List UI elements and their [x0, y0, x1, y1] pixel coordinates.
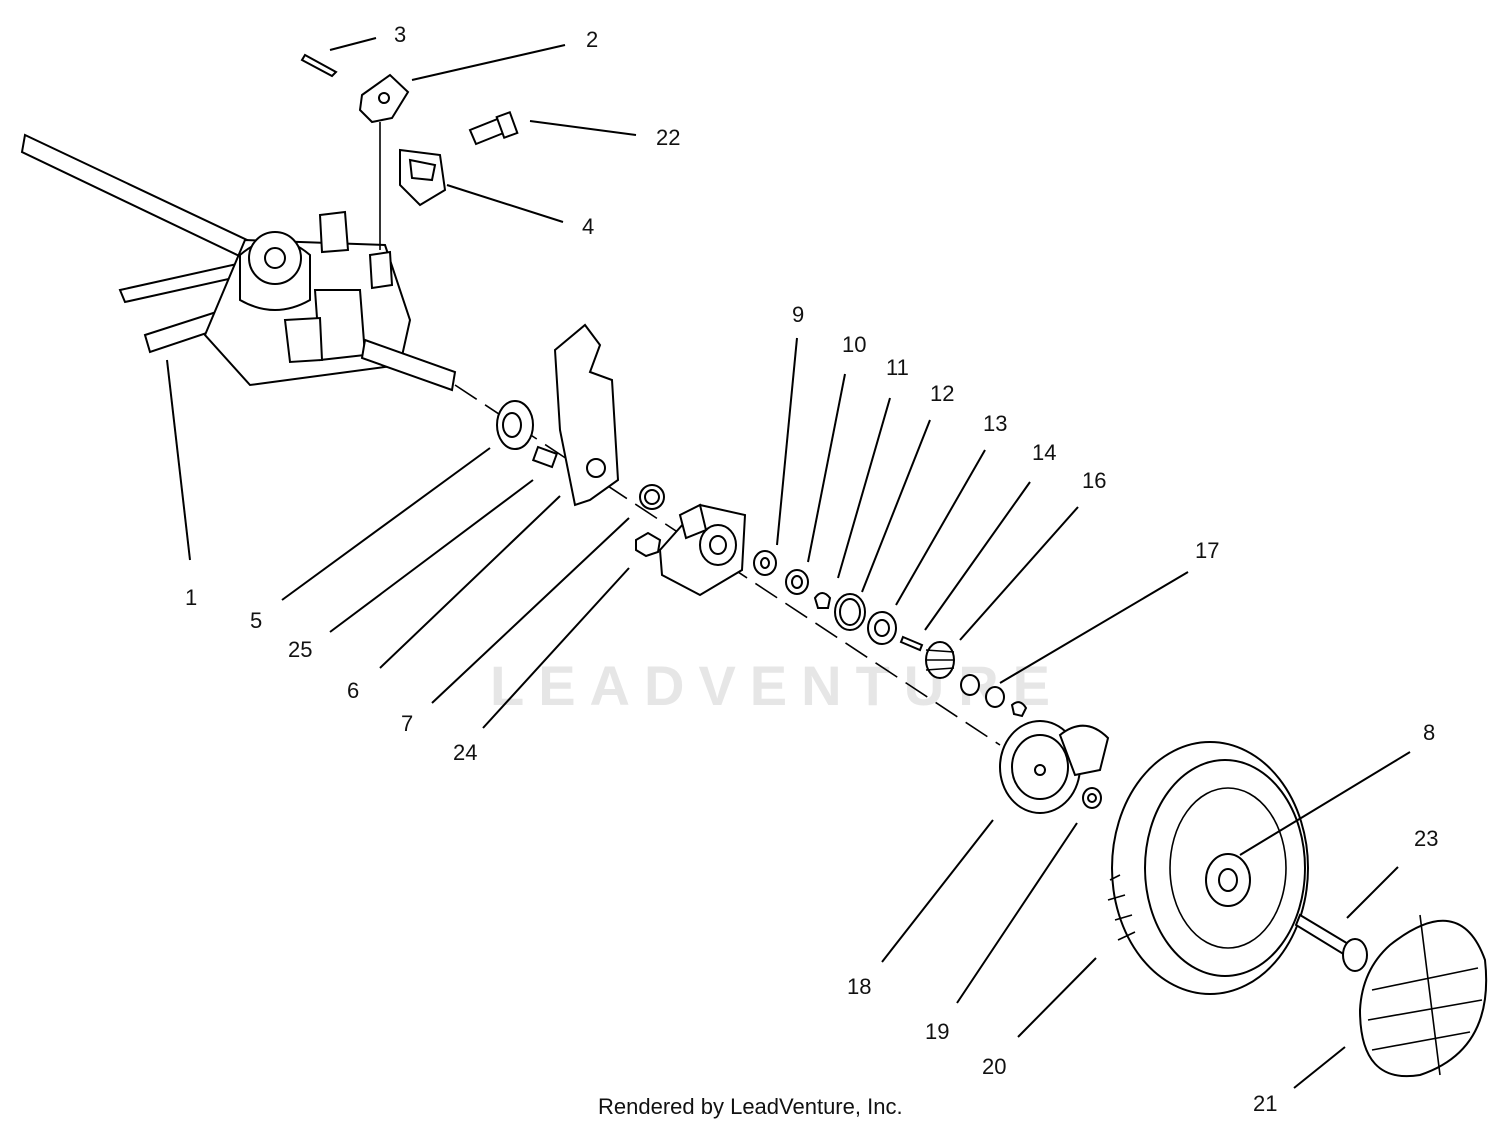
- callout-6: 6: [347, 678, 359, 703]
- part-23-axle-bolt: [1294, 913, 1368, 972]
- callout-1: 1: [185, 585, 197, 610]
- callout-9: 9: [792, 302, 804, 327]
- rendered-by-credit: Rendered by LeadVenture, Inc.: [598, 1094, 903, 1119]
- part-9-washer: [753, 550, 777, 576]
- callout-24: 24: [453, 740, 477, 765]
- callout-17: 17: [1195, 538, 1219, 563]
- callout-7: 7: [401, 711, 413, 736]
- part-17-washer: [960, 674, 1028, 718]
- part-13-bearing: [867, 611, 897, 645]
- part-24-nut: [635, 531, 662, 558]
- part-25-screw: [531, 445, 559, 469]
- callout-18: 18: [847, 974, 871, 999]
- part-10-washer: [785, 569, 809, 595]
- callout-22: 22: [656, 125, 680, 150]
- callout-12: 12: [930, 381, 954, 406]
- callout-21: 21: [1253, 1091, 1277, 1116]
- callout-5: 5: [250, 608, 262, 633]
- callout-labels: 3 2 22 4 9 10 11 12 13 14 16 17 1 5 25 6…: [185, 22, 1438, 1116]
- transmission-housing: [203, 210, 457, 392]
- callout-2: 2: [586, 27, 598, 52]
- callout-23: 23: [1414, 826, 1438, 851]
- leader-lines: [166, 37, 1411, 1089]
- callout-14: 14: [1032, 440, 1056, 465]
- part-7-ring: [639, 484, 665, 510]
- part-6-height-plate: [553, 323, 620, 507]
- part-3-cotter-pin: [300, 53, 338, 78]
- part-12-ring: [834, 593, 866, 631]
- part-11-clip: [813, 592, 832, 609]
- callout-3: 3: [394, 22, 406, 47]
- part-2-knob: [358, 73, 410, 250]
- part-21-hubcap: [1358, 914, 1488, 1078]
- callout-13: 13: [983, 411, 1007, 436]
- part-5-bushing: [496, 400, 534, 450]
- callout-25: 25: [288, 637, 312, 662]
- part-14-pin: [899, 635, 924, 652]
- part-22-bolt: [468, 110, 519, 146]
- callout-11: 11: [886, 355, 909, 380]
- callout-20: 20: [982, 1054, 1006, 1079]
- gear-housing-bracket: [658, 503, 747, 597]
- callout-8: 8: [1423, 720, 1435, 745]
- callout-4: 4: [582, 214, 594, 239]
- callout-19: 19: [925, 1019, 949, 1044]
- callout-16: 16: [1082, 468, 1106, 493]
- part-19-washer: [1082, 787, 1102, 809]
- callout-10: 10: [842, 332, 866, 357]
- watermark: LEADVENTURE: [490, 654, 1064, 717]
- part-20-wheel: [1107, 741, 1309, 995]
- part-16-gear: [925, 641, 955, 679]
- part-4-bracket: [399, 148, 447, 207]
- part-18-wheel-cup: [999, 720, 1110, 814]
